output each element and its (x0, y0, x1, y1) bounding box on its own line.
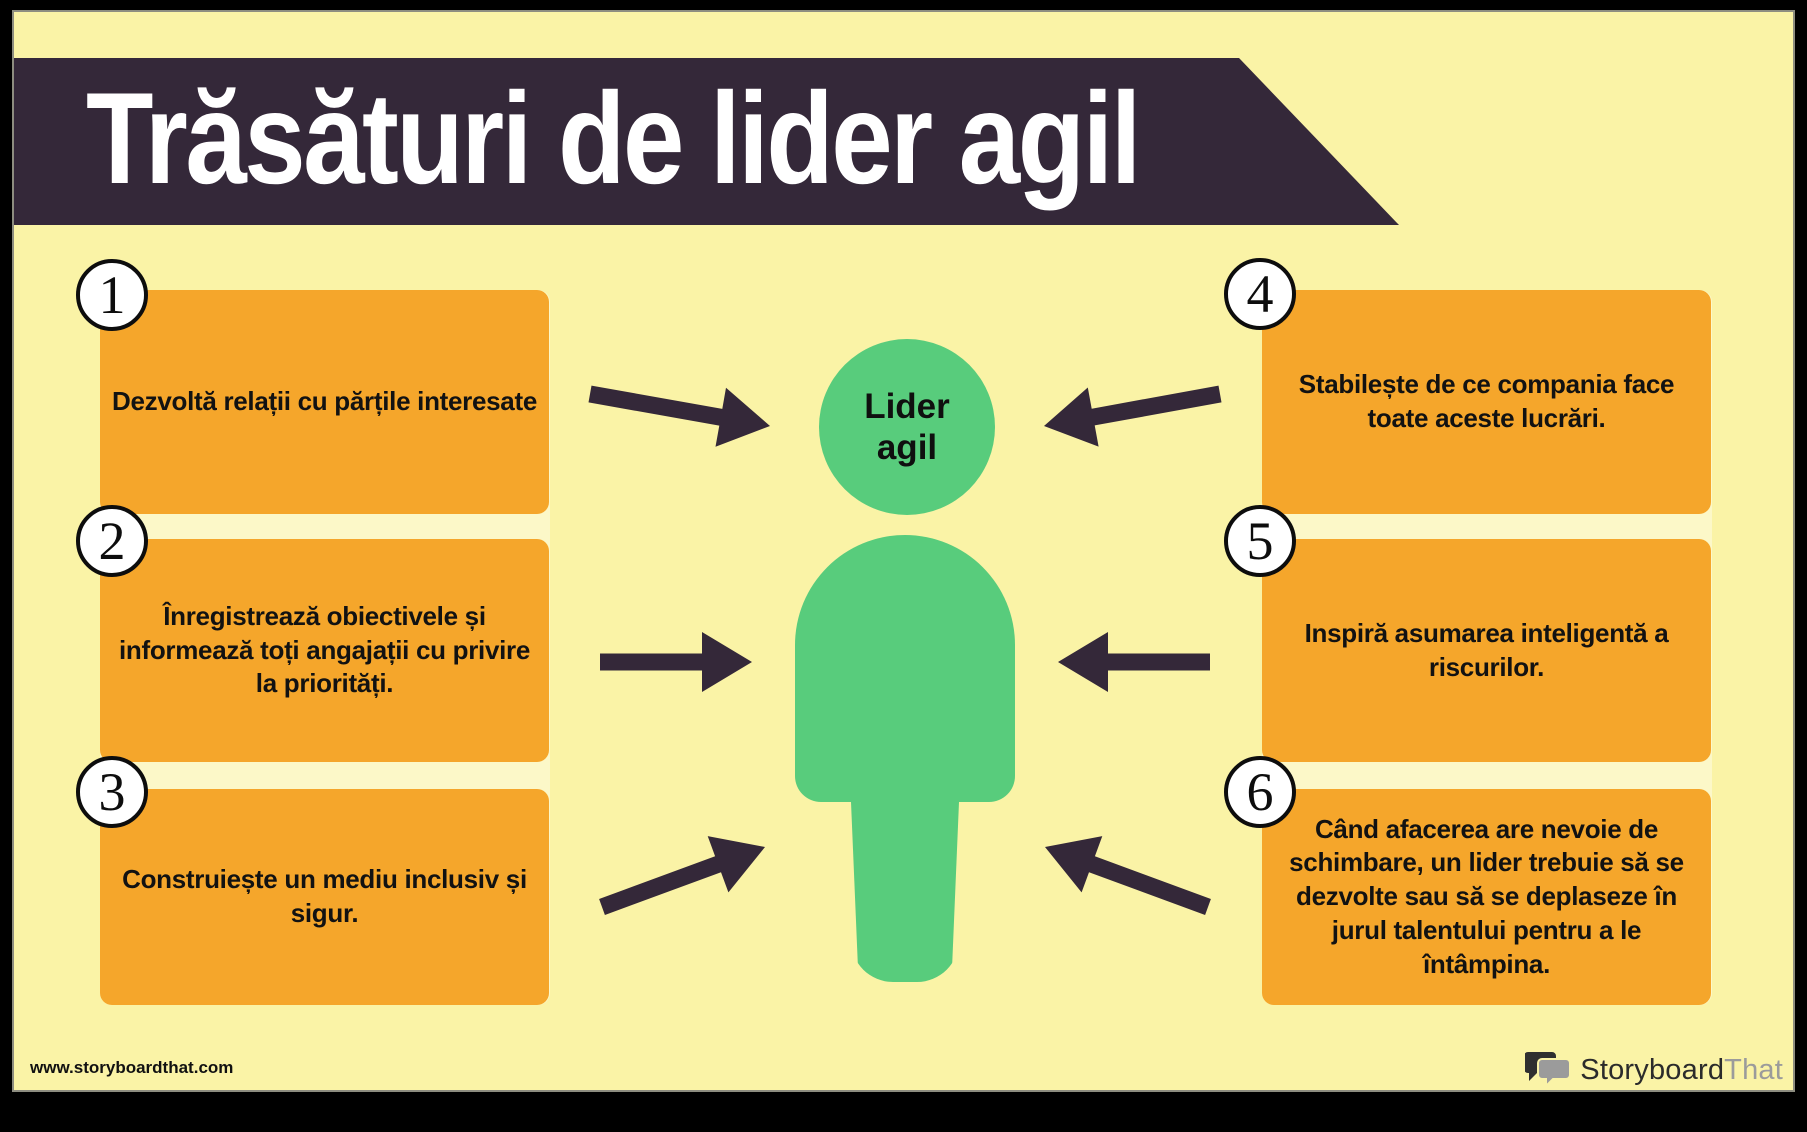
logo-text: StoryboardThat (1580, 1054, 1783, 1087)
trait-box-4: Stabilește de ce compania face toate ace… (1262, 290, 1711, 514)
number-badge-2: 2 (76, 505, 148, 577)
title-banner: Trăsături de lider agil (14, 58, 1399, 225)
arrow-4-icon (1044, 385, 1222, 447)
arrow-5-icon (1058, 632, 1210, 692)
trait-box-6: Când afacerea are nevoie de schimbare, u… (1262, 789, 1711, 1005)
website-url: www.storyboardthat.com (30, 1058, 234, 1077)
arrow-3-icon (599, 836, 765, 915)
leader-torso (795, 535, 1015, 802)
poster-background: Trăsături de lider agil Dezvoltă relații… (12, 10, 1795, 1092)
leader-head-circle: Lider agil (819, 339, 995, 515)
trait-box-3: Construiește un mediu inclusiv și sigur. (100, 789, 549, 1005)
speech-bubbles-icon (1525, 1052, 1572, 1089)
arrow-6-icon (1045, 836, 1211, 915)
leader-label: Lider agil (864, 386, 950, 467)
number-badge-1: 1 (76, 259, 148, 331)
trait-text-2: Înregistrează obiectivele și informează … (118, 600, 531, 699)
trait-text-1: Dezvoltă relații cu părțile interesate (112, 386, 537, 417)
logo-text-secondary: That (1724, 1053, 1783, 1086)
arrows-layer (588, 385, 1222, 915)
logo-text-primary: Storyboard (1580, 1053, 1725, 1086)
number-badge-3: 3 (76, 756, 148, 828)
trait-text-6: Când afacerea are nevoie de schimbare, u… (1289, 813, 1684, 979)
number-badge-5: 5 (1224, 505, 1296, 577)
trait-text-3: Construiește un mediu inclusiv și sigur. (122, 864, 527, 928)
leader-legs (851, 802, 959, 982)
number-badge-6: 6 (1224, 756, 1296, 828)
arrow-2-icon (600, 632, 752, 692)
number-badge-4: 4 (1224, 258, 1296, 330)
trait-text-5: Inspiră asumarea inteligentă a riscurilo… (1304, 617, 1669, 682)
storyboardthat-logo: StoryboardThat (1525, 1048, 1783, 1090)
trait-box-2: Înregistrează obiectivele și informează … (100, 539, 549, 762)
trait-box-1: Dezvoltă relații cu părțile interesate (100, 290, 549, 514)
arrow-1-icon (588, 385, 770, 447)
page-title: Trăsături de lider agil (86, 64, 1141, 211)
trait-box-5: Inspiră asumarea inteligentă a riscurilo… (1262, 539, 1711, 762)
trait-text-4: Stabilește de ce compania face toate ace… (1298, 369, 1675, 433)
